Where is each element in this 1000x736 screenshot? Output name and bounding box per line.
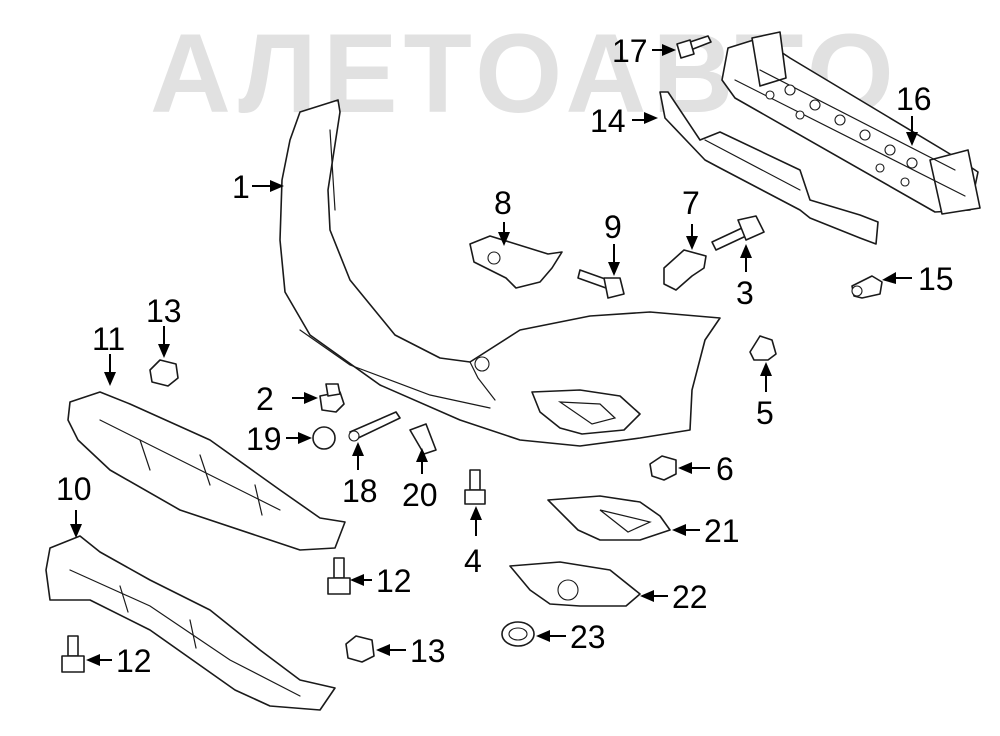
- leader-11: [104, 354, 116, 386]
- label-22: 22: [672, 579, 708, 615]
- part-17-bolt: [676, 35, 712, 59]
- label-5: 5: [756, 395, 774, 431]
- part-16-reinforcement-beam: [721, 31, 981, 215]
- leader-4: [470, 506, 482, 536]
- leader-13a: [158, 326, 170, 358]
- part-2-clip: [319, 383, 345, 413]
- part-6-nut: [649, 455, 677, 481]
- label-12-upper: 12: [376, 563, 412, 599]
- leader-23: [536, 630, 566, 642]
- leader-10: [70, 510, 82, 538]
- label-9: 9: [604, 209, 622, 245]
- leader-13b: [376, 644, 406, 656]
- part-18-strap: [348, 411, 401, 442]
- part-5-clip: [749, 335, 777, 361]
- label-18: 18: [342, 473, 378, 509]
- part-4-bolt: [464, 469, 486, 505]
- label-13-upper: 13: [146, 293, 182, 329]
- label-14: 14: [590, 103, 626, 139]
- part-15-clip: [851, 275, 883, 299]
- leader-lines: [70, 44, 918, 666]
- leader-1: [252, 180, 284, 192]
- label-12-lower: 12: [116, 643, 152, 679]
- part-22-fog-surround: [509, 561, 641, 607]
- label-10: 10: [56, 471, 92, 507]
- part-19-plug: [312, 426, 336, 450]
- leader-12a: [350, 574, 372, 586]
- leader-9: [608, 244, 620, 276]
- label-19: 19: [246, 421, 282, 457]
- leader-5: [760, 362, 772, 392]
- leader-6: [678, 462, 710, 474]
- part-23-ring: [501, 621, 535, 647]
- label-6: 6: [716, 451, 734, 487]
- part-labels: 1 2 3 4 5 6 7 8 9 10 11 12 12 13 13 14 1…: [56, 33, 954, 679]
- label-23: 23: [570, 619, 606, 655]
- label-13-lower: 13: [410, 633, 446, 669]
- leader-2: [292, 392, 318, 404]
- part-1-bumper-cover: [279, 99, 721, 447]
- leader-20: [416, 448, 428, 474]
- part-12-bolt-lower: [61, 635, 85, 673]
- label-3: 3: [736, 275, 754, 311]
- label-11: 11: [92, 321, 125, 357]
- leader-8: [498, 222, 510, 246]
- label-17: 17: [612, 33, 648, 69]
- part-7-bracket: [663, 249, 707, 291]
- label-16: 16: [896, 81, 932, 117]
- leader-22: [640, 590, 668, 602]
- label-20: 20: [402, 477, 438, 513]
- label-21: 21: [704, 513, 740, 549]
- part-20-bracket: [409, 423, 437, 455]
- leader-15: [882, 272, 912, 284]
- leader-12b: [86, 654, 112, 666]
- leader-21: [672, 524, 700, 536]
- part-9-bolt: [577, 269, 625, 299]
- part-12-bolt-upper: [327, 557, 351, 595]
- leader-7: [686, 224, 698, 250]
- part-13-nut-upper: [149, 359, 179, 387]
- leader-3: [740, 244, 752, 272]
- label-7: 7: [682, 185, 700, 221]
- label-15: 15: [918, 261, 954, 297]
- leader-19: [286, 432, 312, 444]
- leader-14: [632, 112, 658, 124]
- leader-16: [906, 116, 918, 146]
- label-2: 2: [256, 381, 274, 417]
- leader-18: [352, 442, 364, 470]
- part-11-lower-absorber: [67, 391, 346, 551]
- label-4: 4: [464, 543, 482, 579]
- part-14-energy-absorber: [659, 91, 879, 245]
- label-1: 1: [232, 169, 250, 205]
- part-21-fog-bezel: [547, 495, 671, 541]
- leader-17: [652, 44, 676, 56]
- part-10-lower-deflector: [45, 535, 336, 711]
- part-3-bolt: [711, 215, 765, 251]
- part-13-nut-lower: [345, 635, 375, 663]
- label-8: 8: [494, 185, 512, 221]
- part-8-bracket: [469, 235, 563, 289]
